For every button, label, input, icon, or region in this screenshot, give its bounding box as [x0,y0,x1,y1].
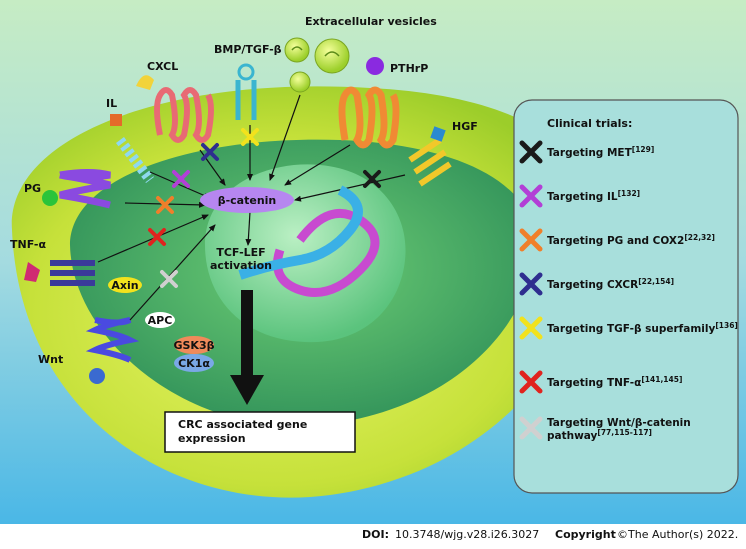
cxcl-receptor [154,87,214,143]
legend-item-label: Targeting Wnt/β-catenin [547,417,691,429]
il-label: IL [106,97,117,110]
legend-item-ref: [141,145] [641,375,682,384]
pg-label: PG [24,182,41,195]
legend-item-ref: [136] [715,321,738,330]
tnf-ligand [24,262,40,282]
wnt-label: Wnt [38,353,63,366]
il-receptor [116,137,154,183]
legend-item-label: Targeting MET[129] [547,145,654,159]
legend-title: Clinical trials: [547,117,632,130]
legend-item-label: Targeting TGF-β superfamily[136] [547,321,738,335]
legend-cross-icon [519,370,543,394]
tcf-lef-label: TCF-LEF [216,246,265,259]
legend-item-ref: [77,115-117] [597,428,652,437]
legend-item: Targeting PG and COX2[22,32] [519,228,715,252]
hgf-ligand [430,126,446,142]
extracellular-vesicles-title: Extracellular vesicles [305,15,437,28]
legend-item: Targeting TGF-β superfamily[136] [519,316,738,340]
legend-cross-icon [519,184,543,208]
crc-box [164,411,356,453]
apc-label: APC [148,314,173,327]
cxcl-ligand [136,75,154,90]
pg-cross-icon [156,196,174,214]
gsk3b-label: GSK3β [173,339,214,352]
legend-item-ref: [22,154] [638,277,674,286]
axin-oval [108,277,142,293]
tnf-label: TNF-α [10,238,46,251]
pthrp-label: PTHrP [390,62,428,75]
ck1a-label: CK1α [178,357,210,370]
legend-item: Targeting MET[129] [519,140,654,164]
vesicle-icon [284,37,310,63]
legend-item-label: Targeting IL[132] [547,189,640,203]
legend-panel: Clinical trials: Targeting MET[129] Targe… [513,99,739,494]
vesicle-icon [314,38,350,74]
legend-item-ref: [22,32] [684,233,715,242]
gene-expression-arrow [241,290,253,375]
dna-strand [238,185,363,280]
crc-label-line1: CRC associated gene [178,418,307,431]
legend-item: Targeting IL[132] [519,184,640,208]
pthrp-ligand [366,57,384,75]
pg-ligand [42,190,58,206]
beta-catenin-label: β-catenin [218,194,277,207]
legend-cross-icon [519,416,543,440]
legend-item-label: Targeting PG and COX2[22,32] [547,233,715,247]
wnt-cross-icon [160,270,178,288]
copyright-value: ©The Author(s) 2022. [617,528,738,541]
legend-cross-icon [519,140,543,164]
tgf-cross-icon [241,128,259,146]
extracellular-vesicles [284,37,350,93]
footer: DOI: 10.3748/wjg.v28.i26.3027 Copyright … [0,524,746,545]
cxcl-label: CXCL [147,60,178,73]
bmp-receptor [235,80,257,120]
bmp-label: BMP/TGF-β [214,43,282,56]
il-ligand [110,114,122,126]
apc-oval [145,312,175,328]
legend-cross-icon [519,316,543,340]
vesicle-icon [289,71,311,93]
pg-receptor [59,169,111,209]
gsk3b-oval [174,336,214,354]
hgf-label: HGF [452,120,478,133]
wnt-ligand [89,368,105,384]
legend-item-ref: [132] [618,189,641,198]
gene-expression-arrowhead [230,375,264,405]
tnf-cross-icon [148,228,166,246]
hgf-receptor [408,137,452,187]
doi-value: 10.3748/wjg.v28.i26.3027 [395,528,539,541]
copyright-label: Copyright [555,528,616,541]
pthrp-receptor [338,86,400,149]
legend-cross-icon [519,272,543,296]
met-cross-icon [363,170,381,188]
beta-catenin-oval [200,187,294,213]
legend-item-ref: [129] [632,145,655,154]
axin-label: Axin [111,279,138,292]
ck1a-oval [174,354,214,372]
wnt-receptor [85,317,140,363]
tnf-receptor [50,260,95,286]
il-cross-icon [172,170,190,188]
legend-cross-icon [519,228,543,252]
dna-strand [273,208,380,297]
diagram-crosses [148,128,381,288]
tcf-lef-activation-label: activation [210,259,272,272]
doi-label: DOI: [362,528,389,541]
crc-label-line2: expression [178,432,246,445]
cxcr-cross-icon [201,143,219,161]
